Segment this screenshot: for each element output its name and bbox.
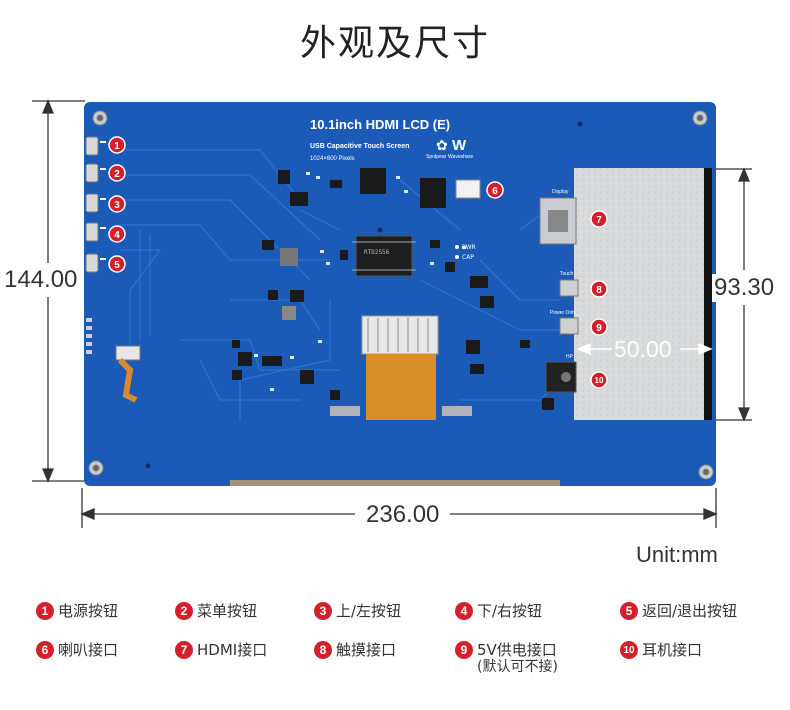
legend-badge: 8 <box>314 641 332 659</box>
touch-port-label: Touch <box>560 271 574 277</box>
legend-item-9: 9 5V供电接口(默认可不接) <box>455 641 558 675</box>
pwr-label: PWR <box>462 244 476 251</box>
main-chip <box>355 235 413 277</box>
legend-label: 触摸接口 <box>336 641 397 659</box>
display-width-dim <box>576 342 713 356</box>
callout-1: 1 <box>108 136 126 154</box>
svg-text:3: 3 <box>114 200 120 211</box>
display-width-dimension: 50.00 <box>614 336 672 362</box>
legend-label: 返回/退出按钮 <box>642 602 738 620</box>
svg-text:6: 6 <box>492 186 498 197</box>
board-resolution: 1024×600 Pixels <box>310 156 355 162</box>
waveshare-logo-icon: W <box>452 137 467 154</box>
callout-badges: 1 2 3 4 5 6 7 8 9 10 <box>108 136 608 389</box>
page-title: 外观及尺寸 <box>299 23 490 64</box>
legend-badge: 10 <box>620 641 638 659</box>
legend-label: 耳机接口 <box>642 641 703 659</box>
callout-2: 2 <box>108 164 126 182</box>
touch-port <box>559 279 579 297</box>
mount-holes <box>88 110 714 480</box>
legend-label: 喇叭接口 <box>58 641 119 659</box>
display-port-label: Display <box>552 189 569 195</box>
board-model: 10.1inch HDMI LCD (E) <box>310 117 450 132</box>
chip-label: RTD2556 <box>364 249 390 256</box>
legend-label: 电源按钮 <box>58 602 119 620</box>
power-port <box>559 317 579 335</box>
svg-text:10: 10 <box>595 376 604 385</box>
legend-label: 5V供电接口 <box>477 641 557 659</box>
brand-left: Spotpear <box>426 154 447 160</box>
side-buttons <box>85 136 99 273</box>
fpc-cable <box>366 354 436 420</box>
callout-6: 6 <box>486 181 504 199</box>
callout-10: 10 <box>590 371 608 389</box>
hp-port-label: HP <box>566 354 574 360</box>
power-port-label: Power Only <box>550 310 576 316</box>
legend-badge: 6 <box>36 641 54 659</box>
svg-text:5: 5 <box>114 260 120 271</box>
svg-text:2: 2 <box>114 169 120 180</box>
callout-9: 9 <box>590 318 608 336</box>
svg-text:1: 1 <box>114 141 120 152</box>
legend-badge: 3 <box>314 602 332 620</box>
dimension-lines <box>32 99 752 528</box>
legend-badge: 4 <box>455 602 473 620</box>
speaker-connector <box>455 179 481 199</box>
brand-right: Waveshare <box>448 154 473 160</box>
legend-badge: 1 <box>36 602 54 620</box>
svg-text:9: 9 <box>596 323 602 334</box>
pcb-board: RTD2556 PWR CAP 10.1inch HDMI LCD (E) US… <box>84 102 716 486</box>
board-subtitle: USB Capacitive Touch Screen <box>310 143 409 150</box>
fpc-connector <box>361 315 439 355</box>
spotpear-logo-icon: ✿ <box>436 138 448 154</box>
legend-label: HDMI接口 <box>197 641 268 659</box>
svg-text:7: 7 <box>596 215 602 226</box>
legend-label: 菜单按钮 <box>197 602 258 620</box>
legend-label: 下/右按钮 <box>477 602 543 620</box>
legend-badge: 9 <box>455 641 473 659</box>
svg-text:8: 8 <box>596 285 602 296</box>
unit-label: Unit:mm <box>636 542 718 567</box>
components <box>232 168 554 410</box>
height-dimension: 144.00 <box>2 266 80 294</box>
width-dimension: 236.00 <box>360 501 446 529</box>
svg-text:4: 4 <box>114 230 120 241</box>
legend-badge: 2 <box>175 602 193 620</box>
callout-5: 5 <box>108 255 126 273</box>
legend-badge: 5 <box>620 602 638 620</box>
callout-4: 4 <box>108 225 126 243</box>
legend-note: (默认可不接) <box>477 659 558 675</box>
callout-7: 7 <box>590 210 608 228</box>
callout-8: 8 <box>590 280 608 298</box>
callout-3: 3 <box>108 195 126 213</box>
display-height-dimension: 93.30 <box>712 274 777 302</box>
legend-badge: 7 <box>175 641 193 659</box>
legend-label: 上/左按钮 <box>336 602 402 620</box>
cap-label: CAP <box>462 254 474 261</box>
